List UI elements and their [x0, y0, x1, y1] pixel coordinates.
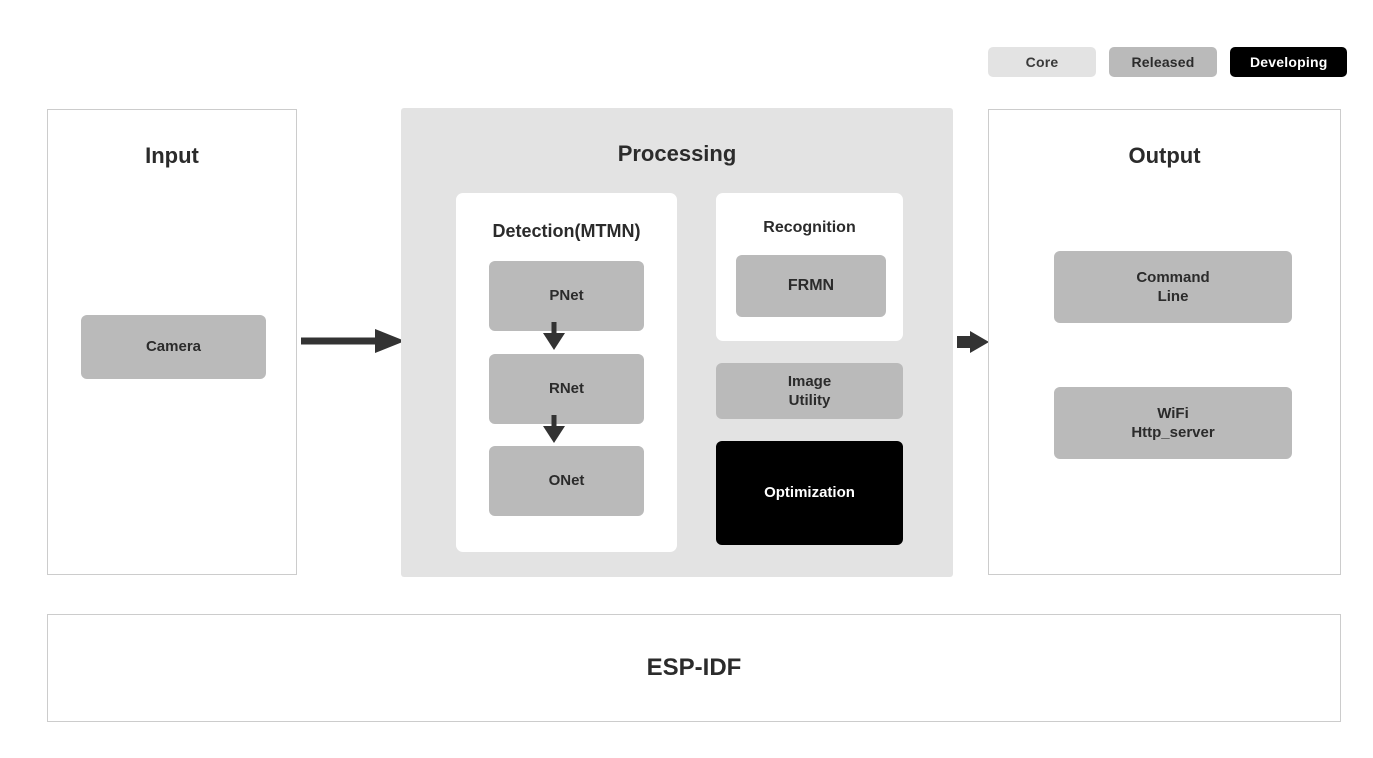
node-command-line[interactable]: Command Line — [1054, 251, 1292, 323]
legend-chip-core[interactable]: Core — [988, 47, 1096, 77]
node-optimization[interactable]: Optimization — [716, 441, 903, 545]
node-wifi-http-server[interactable]: WiFi Http_server — [1054, 387, 1292, 459]
node-image-utility[interactable]: Image Utility — [716, 363, 903, 419]
panel-processing-title: Processing — [617, 141, 737, 166]
arrow-input-to-processing-icon — [301, 329, 405, 353]
panel-output: Output Command Line WiFi Http_server — [988, 109, 1341, 575]
card-detection-title: Detection(MTMN) — [492, 221, 641, 241]
node-onet[interactable]: ONet — [489, 446, 644, 516]
panel-input-title: Input — [145, 143, 199, 168]
arrow-processing-to-output-icon — [957, 331, 989, 353]
node-camera[interactable]: Camera — [81, 315, 266, 379]
legend-chip-released[interactable]: Released — [1109, 47, 1217, 77]
legend-chip-developing[interactable]: Developing — [1230, 47, 1348, 77]
panel-output-title: Output — [1128, 143, 1201, 168]
legend-chip-released-label: Released — [1131, 54, 1195, 70]
arrow-rnet-to-onet-icon — [543, 415, 565, 443]
panel-esp-idf: ESP-IDF — [47, 614, 1341, 722]
legend-chip-developing-label: Developing — [1250, 54, 1328, 70]
node-frmn[interactable]: FRMN — [736, 255, 886, 317]
esp-idf-label: ESP-IDF — [646, 654, 742, 681]
panel-input: Input Camera — [47, 109, 297, 575]
panel-processing: Processing Detection(MTMN) PNet RNet ONe… — [401, 108, 953, 577]
legend-chip-core-label: Core — [1025, 54, 1059, 70]
card-recognition: Recognition FRMN — [716, 193, 903, 341]
node-pnet[interactable]: PNet — [489, 261, 644, 331]
arrow-pnet-to-rnet-icon — [543, 322, 565, 350]
legend: Core Released Developing — [988, 47, 1348, 77]
node-rnet[interactable]: RNet — [489, 354, 644, 424]
card-recognition-title: Recognition — [763, 219, 856, 236]
card-detection: Detection(MTMN) PNet RNet ONet — [456, 193, 677, 552]
